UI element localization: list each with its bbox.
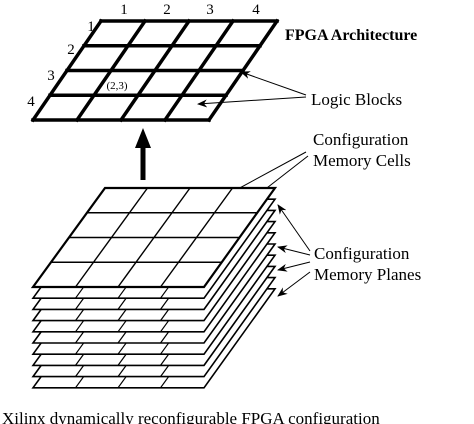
memory-cell-divider [75,375,85,389]
memory-cell-divider [75,297,85,310]
memory-cell-divider [160,330,170,344]
memory-cell-column-line [117,187,191,288]
memory-cell-divider [75,285,85,299]
grid-column-line [30,18,104,123]
memory-cell-divider [117,319,128,333]
fpga-logic-block-grid [30,18,280,123]
fpga-architecture-title: FPGA Architecture [285,27,417,44]
logic-blocks-arrow-2 [197,96,307,108]
config-planes-label-line1: Configuration [314,244,410,263]
memory-cell-divider [117,308,128,321]
memory-cell-divider [160,341,170,355]
memory-cell-divider [75,364,85,377]
memory-cell-divider [117,330,128,344]
memory-cell-divider [117,285,128,299]
memory-cell-divider [117,353,128,366]
memory-cell-divider [75,353,85,366]
memory-cell-divider [117,297,128,310]
memory-cell-divider [75,319,85,333]
memory-cell-column-line [159,187,234,288]
memory-cell-divider [117,375,128,389]
figure-caption: Xilinx dynamically reconfigurable FPGA c… [2,409,380,424]
config-planes-label-line2: Memory Planes [314,265,421,284]
grid-column-line [206,18,280,123]
memory-cell-column-line [74,187,149,288]
cell-coordinate-label: (2,3) [106,80,127,92]
memory-cell-divider [160,297,170,310]
memory-cell-divider [160,319,170,333]
memory-cell-divider [75,308,85,321]
config-planes-arrow-1 [277,204,311,252]
memory-cell-divider [160,308,170,321]
logic-blocks-label: Logic Blocks [311,90,402,109]
config-cells-label-line1: Configuration [313,130,409,149]
memory-cell-divider [160,285,170,299]
grid-column-line [162,18,236,123]
memory-cell-divider [160,353,170,366]
grid-column-line [74,18,148,123]
row-number-1: 1 [87,19,95,35]
column-number-4: 4 [252,2,260,18]
logic-blocks-arrow-1 [240,71,307,96]
memory-cell-divider [75,341,85,355]
upward-arrow-head [135,128,151,148]
column-number-2: 2 [163,2,171,18]
configuration-memory-plane-stack [30,186,278,389]
config-planes-arrow-3 [277,261,311,272]
config-cells-label-line2: Memory Cells [313,151,411,170]
row-number-4: 4 [27,94,35,110]
memory-cell-divider [117,341,128,355]
memory-cell-divider [160,375,170,389]
memory-cell-divider [75,330,85,344]
memory-plane [30,186,278,289]
memory-cell-divider [160,364,170,377]
column-number-3: 3 [206,2,214,18]
grid-column-line [118,18,192,123]
column-number-1: 1 [120,2,128,18]
config-planes-arrow-2 [277,245,311,256]
row-number-3: 3 [47,68,55,84]
config-planes-arrow-4 [277,271,311,297]
memory-cell-divider [117,364,128,377]
row-number-2: 2 [67,42,75,58]
